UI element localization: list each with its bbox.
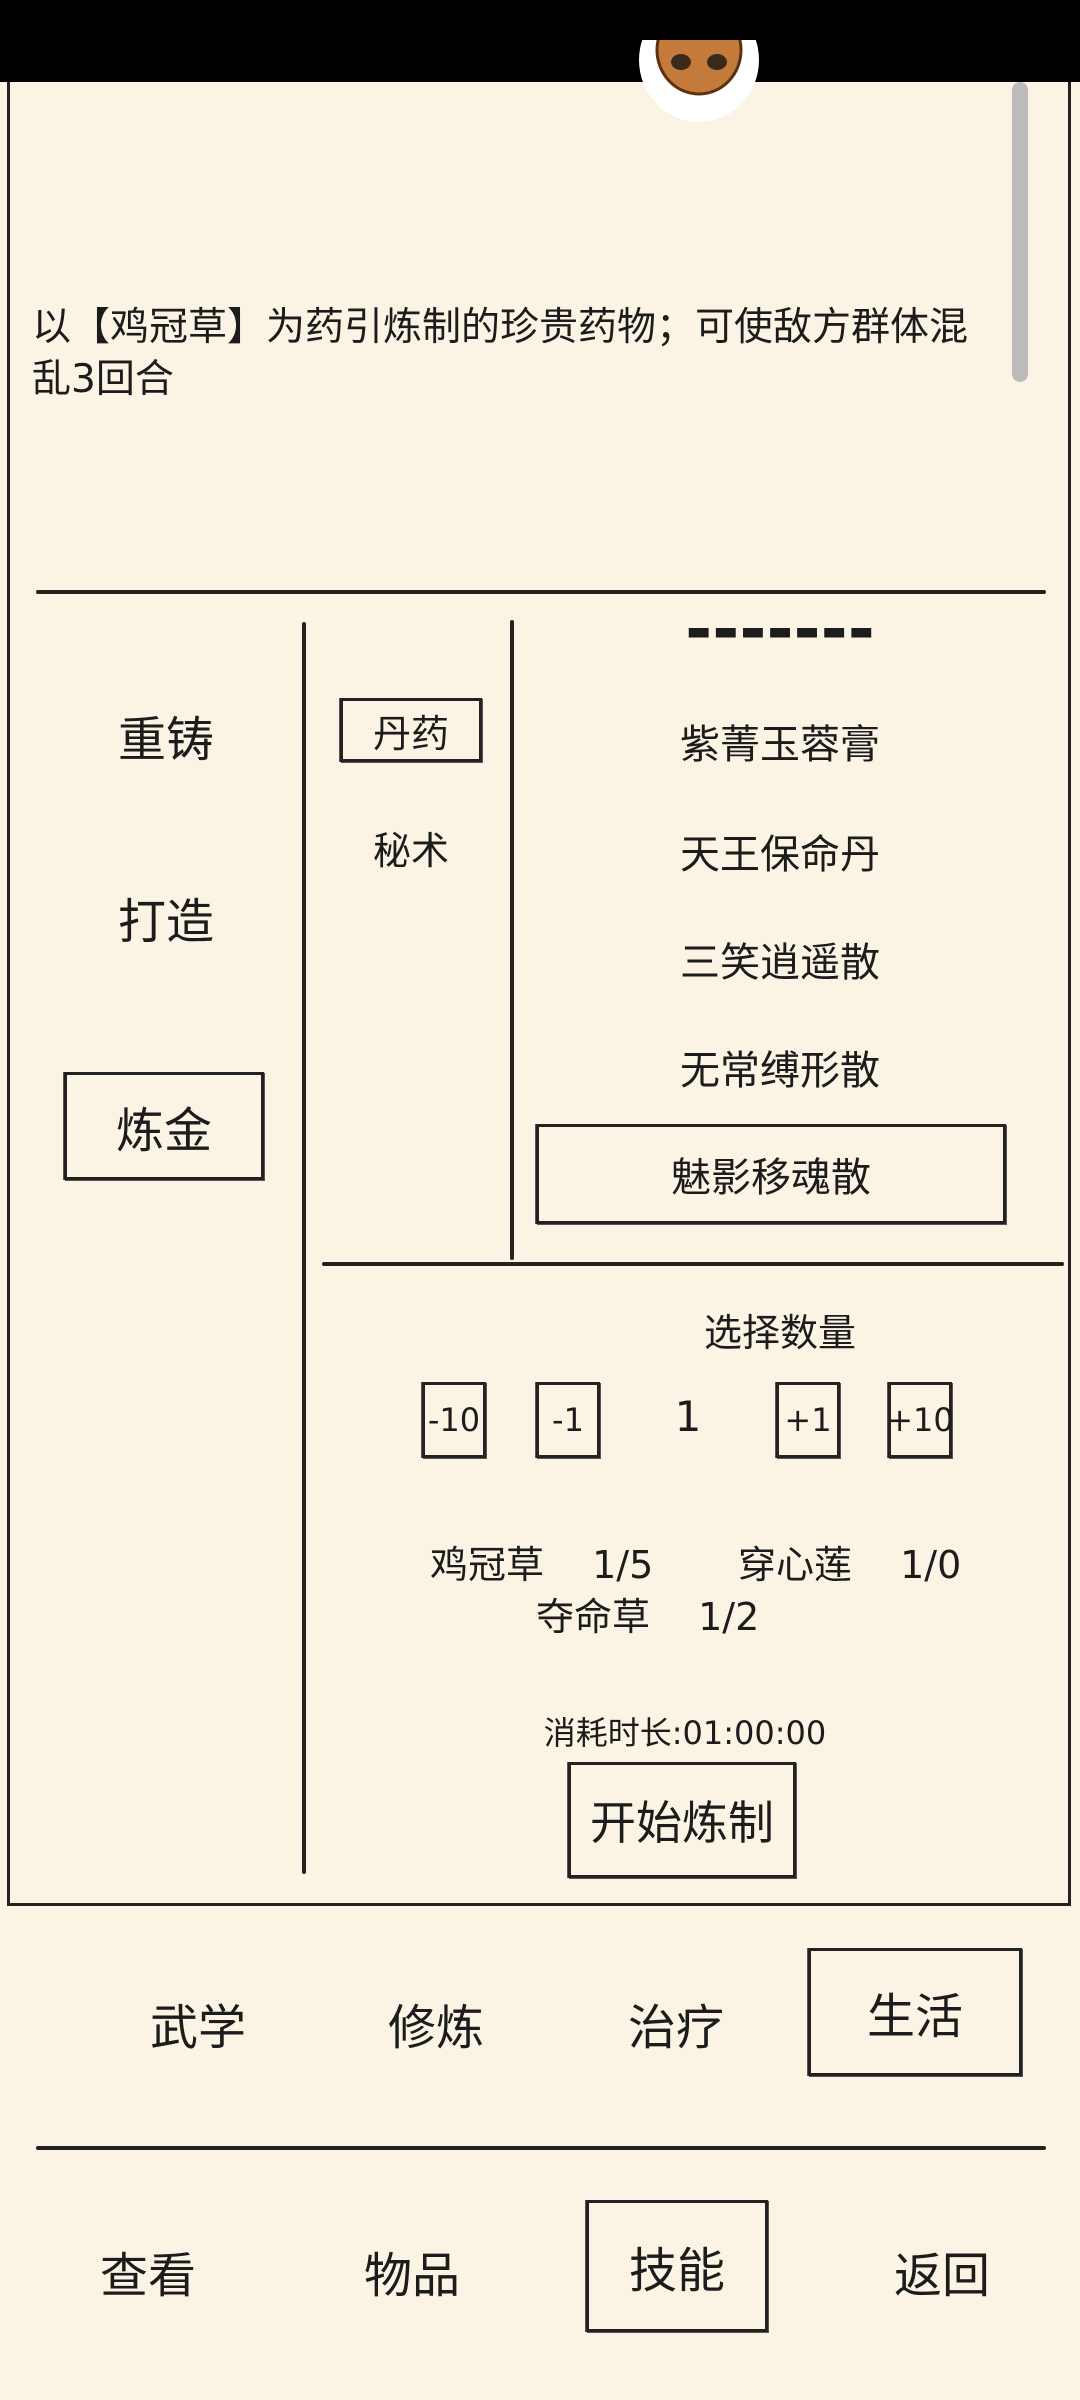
plus-1-button[interactable]: +1 [776,1382,840,1458]
nav-label: 物品 [363,2248,460,2304]
minus-10-button[interactable]: -10 [422,1382,486,1458]
recipe-label: 无常缚形散 [680,1048,880,1094]
recipe-item[interactable]: 三笑逍遥散 [515,930,1045,988]
divider [36,590,1046,594]
material-3: 夺命草 1/2 [536,1586,759,1641]
divider [322,1262,1064,1266]
category-label: 丹药 [372,711,449,756]
divider [36,2146,1046,2150]
menu-item-label: 打造 [117,894,214,950]
material-name: 夺命草 [536,1595,651,1639]
tab-life[interactable]: 生活 [808,1948,1022,2076]
recipe-item[interactable]: 无常缚形散 [515,1038,1045,1096]
menu-item-alchemy[interactable]: 炼金 [64,1072,264,1180]
button-label: -10 [427,1401,481,1439]
button-label: +1 [784,1401,832,1439]
recipe-item-partial[interactable]: ▪▪▪▪▪▪▪ [515,628,1045,648]
tab-cultivation[interactable]: 修炼 [356,1988,516,2058]
description-scrollbar[interactable] [1012,82,1028,382]
menu-item-forge[interactable]: 打造 [62,882,270,952]
main-panel [7,82,1071,1906]
recipe-list-clip: ▪▪▪▪▪▪▪ [515,628,1045,654]
tab-label: 治疗 [627,2000,724,2056]
tab-healing[interactable]: 治疗 [596,1988,756,2058]
menu-item-recast[interactable]: 重铸 [62,700,270,770]
character-avatar [636,40,762,126]
nav-label: 查看 [99,2248,196,2304]
material-2: 穿心莲 1/0 [738,1534,961,1589]
craft-duration: 消耗时长:01:00:00 [543,1714,827,1752]
material-count: 1/0 [900,1543,962,1587]
category-label: 秘术 [372,829,449,873]
quantity-title: 选择数量 [703,1311,856,1355]
nav-skills[interactable]: 技能 [586,2200,768,2332]
tab-martial-arts[interactable]: 武学 [118,1988,278,2058]
tab-label: 修炼 [387,2000,484,2056]
tab-label: 武学 [149,2000,246,2056]
nav-view[interactable]: 查看 [68,2236,228,2306]
start-crafting-button[interactable]: 开始炼制 [568,1762,796,1878]
plus-10-button[interactable]: +10 [886,1382,954,1458]
nav-label: 技能 [628,2243,725,2299]
menu-item-label: 炼金 [115,1103,212,1159]
menu-item-label: 重铸 [117,712,214,768]
nav-items[interactable]: 物品 [332,2236,492,2306]
recipe-label: 天王保命丹 [680,832,880,878]
recipe-item[interactable]: 紫菁玉蓉膏 [515,712,1045,770]
material-1: 鸡冠草 1/5 [430,1534,653,1589]
material-name: 鸡冠草 [430,1543,545,1587]
tab-label: 生活 [866,1989,963,2045]
recipe-item[interactable]: 天王保命丹 [515,822,1045,880]
quantity-value: 1 [674,1392,702,1441]
button-label: 开始炼制 [590,1796,774,1850]
divider [510,620,514,1260]
status-bar [0,0,1080,82]
recipe-label: 三笑逍遥散 [680,940,880,986]
minus-1-button[interactable]: -1 [536,1382,600,1458]
category-pills[interactable]: 丹药 [340,698,482,762]
button-label: -1 [552,1401,584,1439]
material-count: 1/5 [592,1543,654,1587]
recipe-label: 紫菁玉蓉膏 [680,722,880,768]
material-name: 穿心莲 [738,1543,853,1587]
category-secret-arts[interactable]: 秘术 [340,820,482,875]
recipe-label: 魅影移魂散 [671,1155,871,1201]
recipe-item-selected[interactable]: 魅影移魂散 [536,1124,1006,1224]
nav-label: 返回 [893,2248,990,2304]
material-count: 1/2 [698,1595,760,1639]
item-description: 以【鸡冠草】为药引炼制的珍贵药物；可使敌方群体混乱3回合 [32,305,969,402]
nav-back[interactable]: 返回 [862,2236,1022,2306]
divider [302,622,306,1874]
button-label: +10 [886,1401,954,1439]
